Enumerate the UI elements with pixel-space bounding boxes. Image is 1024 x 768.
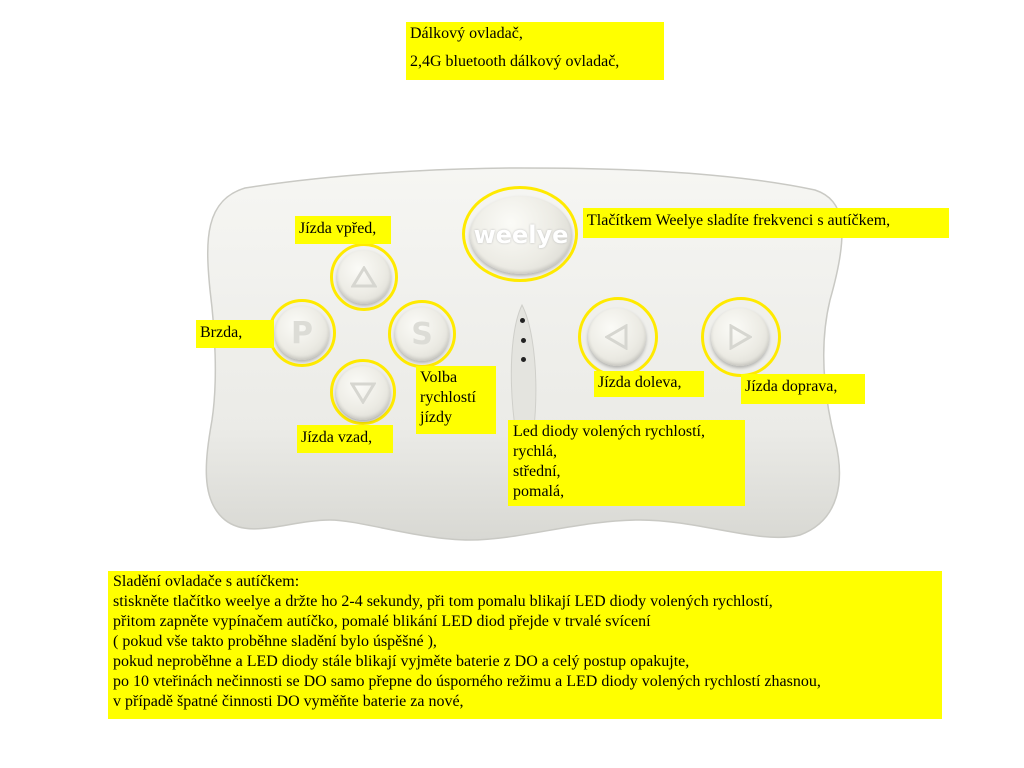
header-line-2: 2,4G bluetooth dálkový ovladač, [410,53,620,70]
backward-label: Jízda vzad, [297,425,393,453]
leds-label-line-3: střední, [513,463,561,480]
forward-label: Jízda vpřed, [295,216,391,244]
leds-label-line-2: rychlá, [513,443,557,460]
led-medium-indicator [521,338,526,343]
weelye-button-highlight [462,186,578,282]
speed-label: Volba rychlostí jízdy [416,366,496,434]
brake-button[interactable]: P [275,306,329,360]
pairing-instructions: Sladění ovladače s autíčkem: stiskněte t… [108,571,942,719]
speed-button-glyph: S [411,316,433,352]
weelye-button[interactable]: weelye [470,196,572,274]
instructions-line-6: po 10 vteřinách nečinnosti se DO samo př… [113,673,821,690]
weelye-logo-text: weelye [473,221,569,249]
instructions-line-7: v případě špatné činnosti DO vyměňte bat… [113,693,464,710]
triangle-left-icon [605,324,628,350]
right-label: Jízda doprava, [741,374,865,404]
speed-label-line-1: Volba [420,369,458,386]
speed-label-line-3: jízdy [420,409,452,426]
instructions-line-5: pokud neproběhne a LED diody stále blika… [113,653,690,670]
forward-button-highlight [330,243,398,311]
weelye-button-label: Tlačítkem Weelye sladíte frekvenci s aut… [583,208,949,238]
header-line-1: Dálkový ovladač, [410,25,523,42]
brake-button-glyph: P [291,315,313,351]
triangle-down-icon [350,382,376,404]
triangle-up-icon [351,266,377,288]
backward-button[interactable] [336,366,390,420]
instructions-line-4: ( pokud vše takto proběhne sladění bylo … [113,633,437,650]
led-fast-indicator [520,318,525,323]
speed-label-line-2: rychlostí [420,389,476,406]
speed-button[interactable]: S [395,307,449,361]
leds-label-line-4: pomalá, [513,483,565,500]
left-button[interactable] [588,308,646,366]
leds-label: Led diody volených rychlostí, rychlá, st… [508,420,745,506]
instructions-line-3: přitom zapněte vypínačem autíčko, pomalé… [113,613,651,630]
led-slow-indicator [521,357,526,362]
right-button[interactable] [711,308,769,366]
instructions-line-1: Sladění ovladače s autíčkem: [113,573,300,590]
header-label: Dálkový ovladač, 2,4G bluetooth dálkový … [406,22,664,80]
left-label: Jízda doleva, [594,371,704,397]
leds-label-line-1: Led diody volených rychlostí, [513,423,705,440]
triangle-right-icon [729,324,752,350]
forward-button[interactable] [337,250,391,304]
brake-label: Brzda, [196,320,274,348]
backward-button-highlight [330,359,396,425]
instructions-line-2: stiskněte tlačítko weelye a držte ho 2-4… [113,593,773,610]
